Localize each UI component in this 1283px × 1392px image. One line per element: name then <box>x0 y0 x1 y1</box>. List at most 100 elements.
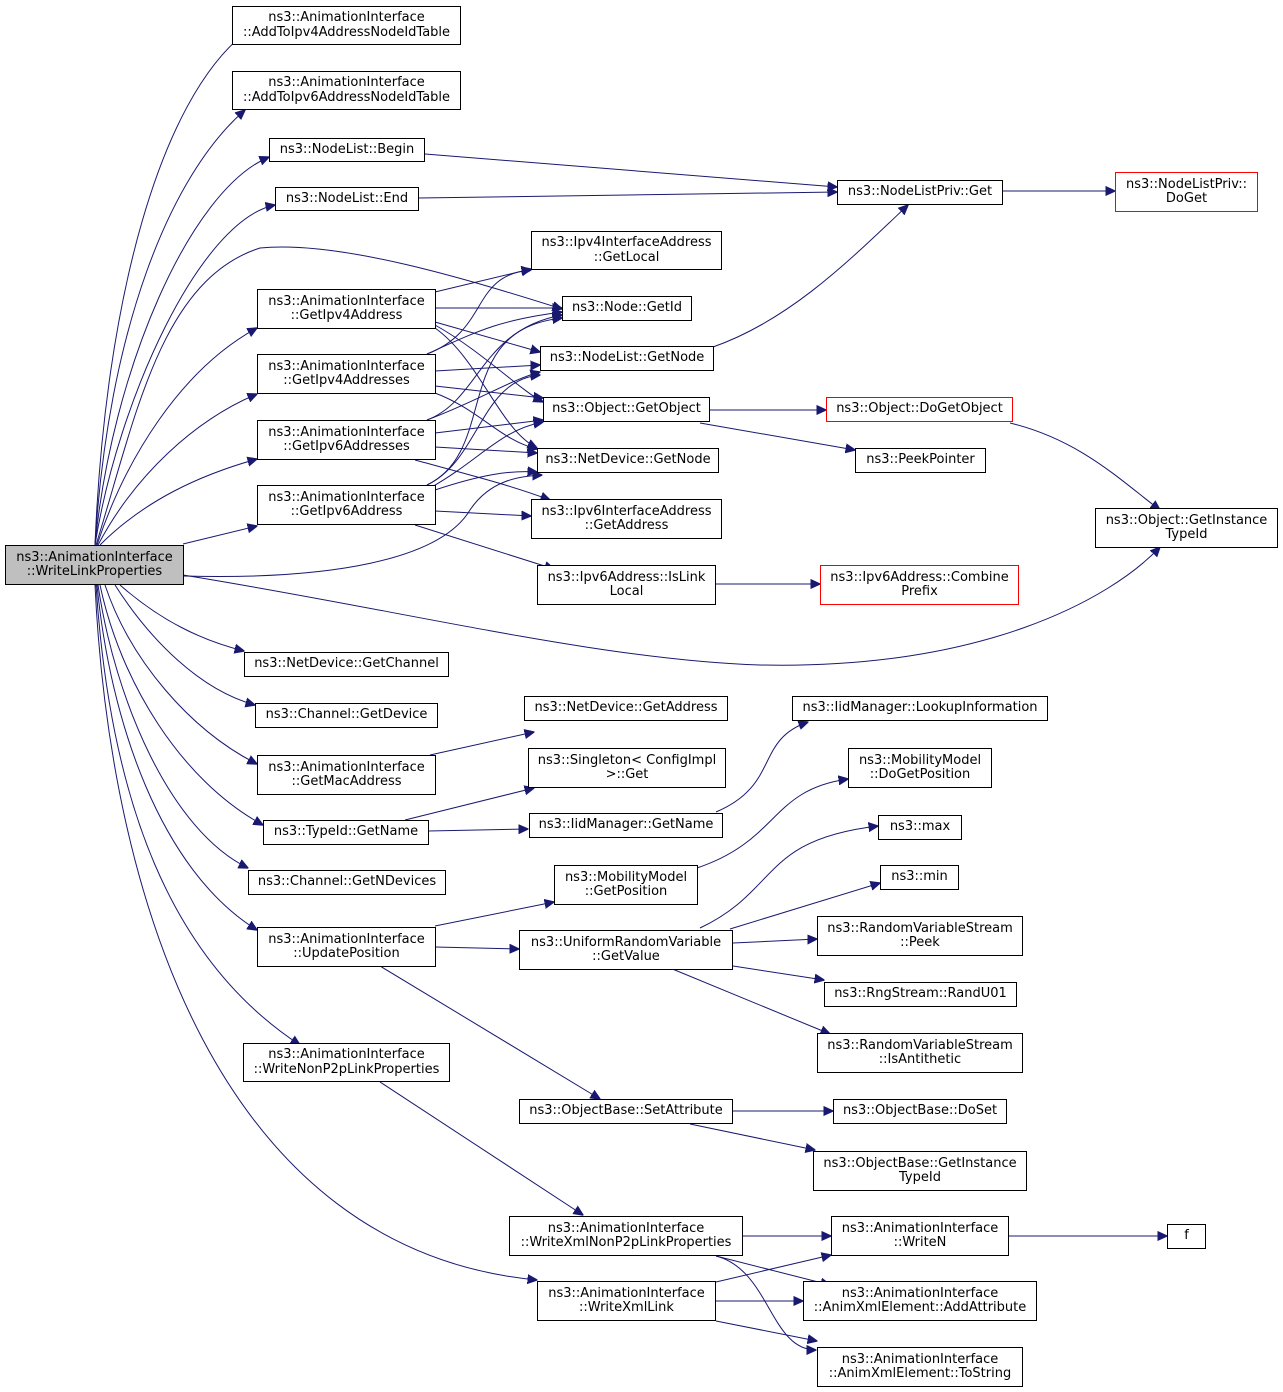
node-label-line: ns3::NodeList::GetNode <box>549 350 705 366</box>
node-label-line: ::GetIpv6Addresses <box>283 439 410 454</box>
node-rngstream-randu01[interactable]: ns3::RngStream::RandU01 <box>824 982 1017 1007</box>
node-label-line: ::Peek <box>900 935 940 950</box>
node-write-non-p2p-link-properties[interactable]: ns3::AnimationInterface ::WriteNonP2pLin… <box>243 1043 450 1082</box>
node-nodelist-get-node[interactable]: ns3::NodeList::GetNode <box>540 346 714 371</box>
node-iidmanager-lookup-information[interactable]: ns3::IidManager::LookupInformation <box>792 696 1048 721</box>
node-iidmanager-get-name[interactable]: ns3::IidManager::GetName <box>529 813 723 838</box>
node-label-line: ::GetIpv4Addresses <box>283 373 410 388</box>
node-label-line: ns3::AnimationInterface <box>547 1220 705 1236</box>
node-label-line: ns3::AnimationInterface <box>548 1285 705 1301</box>
node-label-line: ns3::AnimationInterface <box>268 489 425 505</box>
node-objectbase-set-attribute[interactable]: ns3::ObjectBase::SetAttribute <box>519 1099 733 1124</box>
node-label-line: ns3::MobilityModel <box>858 752 982 768</box>
node-label-line: ns3::AnimationInterface <box>841 1220 999 1236</box>
node-netdevice-get-channel[interactable]: ns3::NetDevice::GetChannel <box>244 652 449 677</box>
node-label-line: ::AnimXmlElement::ToString <box>828 1366 1012 1381</box>
node-add-to-ipv4-address-node-id-table[interactable]: ns3::AnimationInterface ::AddToIpv4Addre… <box>232 6 461 45</box>
node-label-line: ::GetValue <box>592 949 660 964</box>
node-label-line: ns3::IidManager::LookupInformation <box>802 700 1038 716</box>
node-label-line: ns3::AnimationInterface <box>268 293 425 309</box>
node-anim-xml-element-to-string[interactable]: ns3::AnimationInterface ::AnimXmlElement… <box>817 1347 1023 1387</box>
node-label-line: ns3::AnimationInterface <box>16 549 173 565</box>
node-random-variable-stream-is-antithetic[interactable]: ns3::RandomVariableStream ::IsAntithetic <box>817 1033 1023 1073</box>
node-label-line: ns3::ObjectBase::SetAttribute <box>529 1103 723 1119</box>
node-label-line: ns3::Channel::GetDevice <box>265 707 428 723</box>
node-random-variable-stream-peek[interactable]: ns3::RandomVariableStream ::Peek <box>817 916 1023 956</box>
node-label-line: TypeId <box>899 1170 941 1185</box>
node-label-line: ns3::AnimationInterface <box>268 10 425 25</box>
node-label-line: ::GetLocal <box>593 249 660 265</box>
node-label-line: ns3::AnimationInterface <box>268 75 425 90</box>
node-update-position[interactable]: ns3::AnimationInterface ::UpdatePosition <box>257 927 436 967</box>
node-get-ipv6-address[interactable]: ns3::AnimationInterface ::GetIpv6Address <box>257 485 436 525</box>
node-label-line: Local <box>609 584 644 599</box>
node-channel-get-ndevices[interactable]: ns3::Channel::GetNDevices <box>248 870 446 895</box>
node-netdevice-get-node[interactable]: ns3::NetDevice::GetNode <box>537 448 719 473</box>
node-get-mac-address[interactable]: ns3::AnimationInterface ::GetMacAddress <box>257 755 436 795</box>
node-label-line: ::UpdatePosition <box>293 946 400 961</box>
node-label-line: ns3::Ipv6InterfaceAddress <box>541 503 712 519</box>
node-write-xml-link[interactable]: ns3::AnimationInterface ::WriteXmlLink <box>537 1281 716 1321</box>
node-label-line: ns3::RngStream::RandU01 <box>834 986 1007 1002</box>
node-label-line: ns3::Node::GetId <box>572 300 682 316</box>
node-label-line: ns3::Object::GetObject <box>552 401 701 417</box>
node-label-line: ns3::Channel::GetNDevices <box>257 874 437 890</box>
node-object-get-object[interactable]: ns3::Object::GetObject <box>543 397 710 422</box>
node-nodelist-end[interactable]: ns3::NodeList::End <box>275 187 419 211</box>
node-label-line: ::WriteLinkProperties <box>26 564 163 579</box>
node-ipv4-interface-address-get-local[interactable]: ns3::Ipv4InterfaceAddress ::GetLocal <box>531 231 722 270</box>
node-label-line: ns3::MobilityModel <box>564 869 688 885</box>
node-label-line: ns3::NodeListPriv::Get <box>847 184 993 200</box>
node-channel-get-device[interactable]: ns3::Channel::GetDevice <box>255 703 438 728</box>
node-label-line: ns3::Object::DoGetObject <box>836 401 1003 417</box>
node-peek-pointer[interactable]: ns3::PeekPointer <box>855 448 986 473</box>
node-label-line: ::WriteXmlNonP2pLinkProperties <box>520 1235 732 1250</box>
node-nodelistpriv-get[interactable]: ns3::NodeListPriv::Get <box>837 180 1003 205</box>
node-label-line: ::GetIpv4Address <box>290 308 403 323</box>
node-write-n[interactable]: ns3::AnimationInterface ::WriteN <box>831 1216 1009 1256</box>
node-ns3-min[interactable]: ns3::min <box>880 865 959 890</box>
node-mobility-model-do-get-position[interactable]: ns3::MobilityModel ::DoGetPosition <box>848 748 992 788</box>
node-ipv6-interface-address-get-address[interactable]: ns3::Ipv6InterfaceAddress ::GetAddress <box>531 499 722 539</box>
node-label-line: ns3::Object::GetInstance <box>1105 512 1268 528</box>
node-f[interactable]: f <box>1167 1224 1206 1249</box>
node-root-write-link-properties: ns3::AnimationInterface ::WriteLinkPrope… <box>5 545 184 585</box>
node-objectbase-get-instance-type-id[interactable]: ns3::ObjectBase::GetInstance TypeId <box>813 1151 1027 1191</box>
node-label-line: ::AnimXmlElement::AddAttribute <box>813 1300 1027 1315</box>
node-label-line: ns3::NodeList::End <box>285 190 409 206</box>
node-label-line: ns3::NodeListPriv:: <box>1125 176 1247 192</box>
node-label-line: ns3::max <box>889 819 951 835</box>
node-nodelistpriv-doget[interactable]: ns3::NodeListPriv:: DoGet <box>1115 172 1258 212</box>
node-label-line: ::AddToIpv6AddressNodeIdTable <box>242 89 451 105</box>
node-objectbase-do-set[interactable]: ns3::ObjectBase::DoSet <box>833 1099 1007 1124</box>
node-typeid-get-name[interactable]: ns3::TypeId::GetName <box>263 820 429 845</box>
node-uniform-random-variable-get-value[interactable]: ns3::UniformRandomVariable ::GetValue <box>519 930 733 970</box>
node-anim-xml-element-add-attribute[interactable]: ns3::AnimationInterface ::AnimXmlElement… <box>803 1281 1037 1321</box>
node-write-xml-non-p2p-link-properties[interactable]: ns3::AnimationInterface ::WriteXmlNonP2p… <box>509 1216 743 1256</box>
node-get-ipv4-address[interactable]: ns3::AnimationInterface ::GetIpv4Address <box>257 289 436 329</box>
node-label-line: ::DoGetPosition <box>869 767 971 782</box>
node-netdevice-get-address[interactable]: ns3::NetDevice::GetAddress <box>524 696 728 721</box>
node-label-line: ns3::AnimationInterface <box>268 759 425 775</box>
node-label-line: ns3::RandomVariableStream <box>827 1037 1013 1053</box>
node-add-to-ipv6-address-node-id-table[interactable]: ns3::AnimationInterface ::AddToIpv6Addre… <box>232 71 461 110</box>
node-node-get-id[interactable]: ns3::Node::GetId <box>562 296 692 321</box>
node-singleton-configimpl-get[interactable]: ns3::Singleton< ConfigImpl >::Get <box>528 748 726 788</box>
node-object-get-instance-type-id[interactable]: ns3::Object::GetInstance TypeId <box>1095 508 1278 548</box>
node-ipv6-address-is-link-local[interactable]: ns3::Ipv6Address::IsLink Local <box>537 565 716 605</box>
node-object-do-get-object[interactable]: ns3::Object::DoGetObject <box>826 397 1013 422</box>
node-label-line: ns3::AnimationInterface <box>268 931 425 947</box>
node-ipv6-address-combine-prefix[interactable]: ns3::Ipv6Address::Combine Prefix <box>820 565 1019 605</box>
node-get-ipv4-addresses[interactable]: ns3::AnimationInterface ::GetIpv4Address… <box>257 354 436 394</box>
node-label-line: ns3::NetDevice::GetChannel <box>254 656 439 672</box>
node-ns3-max[interactable]: ns3::max <box>878 815 962 840</box>
node-nodelist-begin[interactable]: ns3::NodeList::Begin <box>269 138 425 162</box>
node-label-line: ns3::min <box>891 869 948 885</box>
node-mobility-model-get-position[interactable]: ns3::MobilityModel ::GetPosition <box>554 865 698 905</box>
node-label-line: ns3::NodeList::Begin <box>279 141 415 157</box>
node-label-line: ::AddToIpv4AddressNodeIdTable <box>242 24 451 40</box>
node-label-line: Prefix <box>901 584 938 599</box>
node-label-line: ns3::Ipv4InterfaceAddress <box>541 235 712 250</box>
node-get-ipv6-addresses[interactable]: ns3::AnimationInterface ::GetIpv6Address… <box>257 420 436 460</box>
